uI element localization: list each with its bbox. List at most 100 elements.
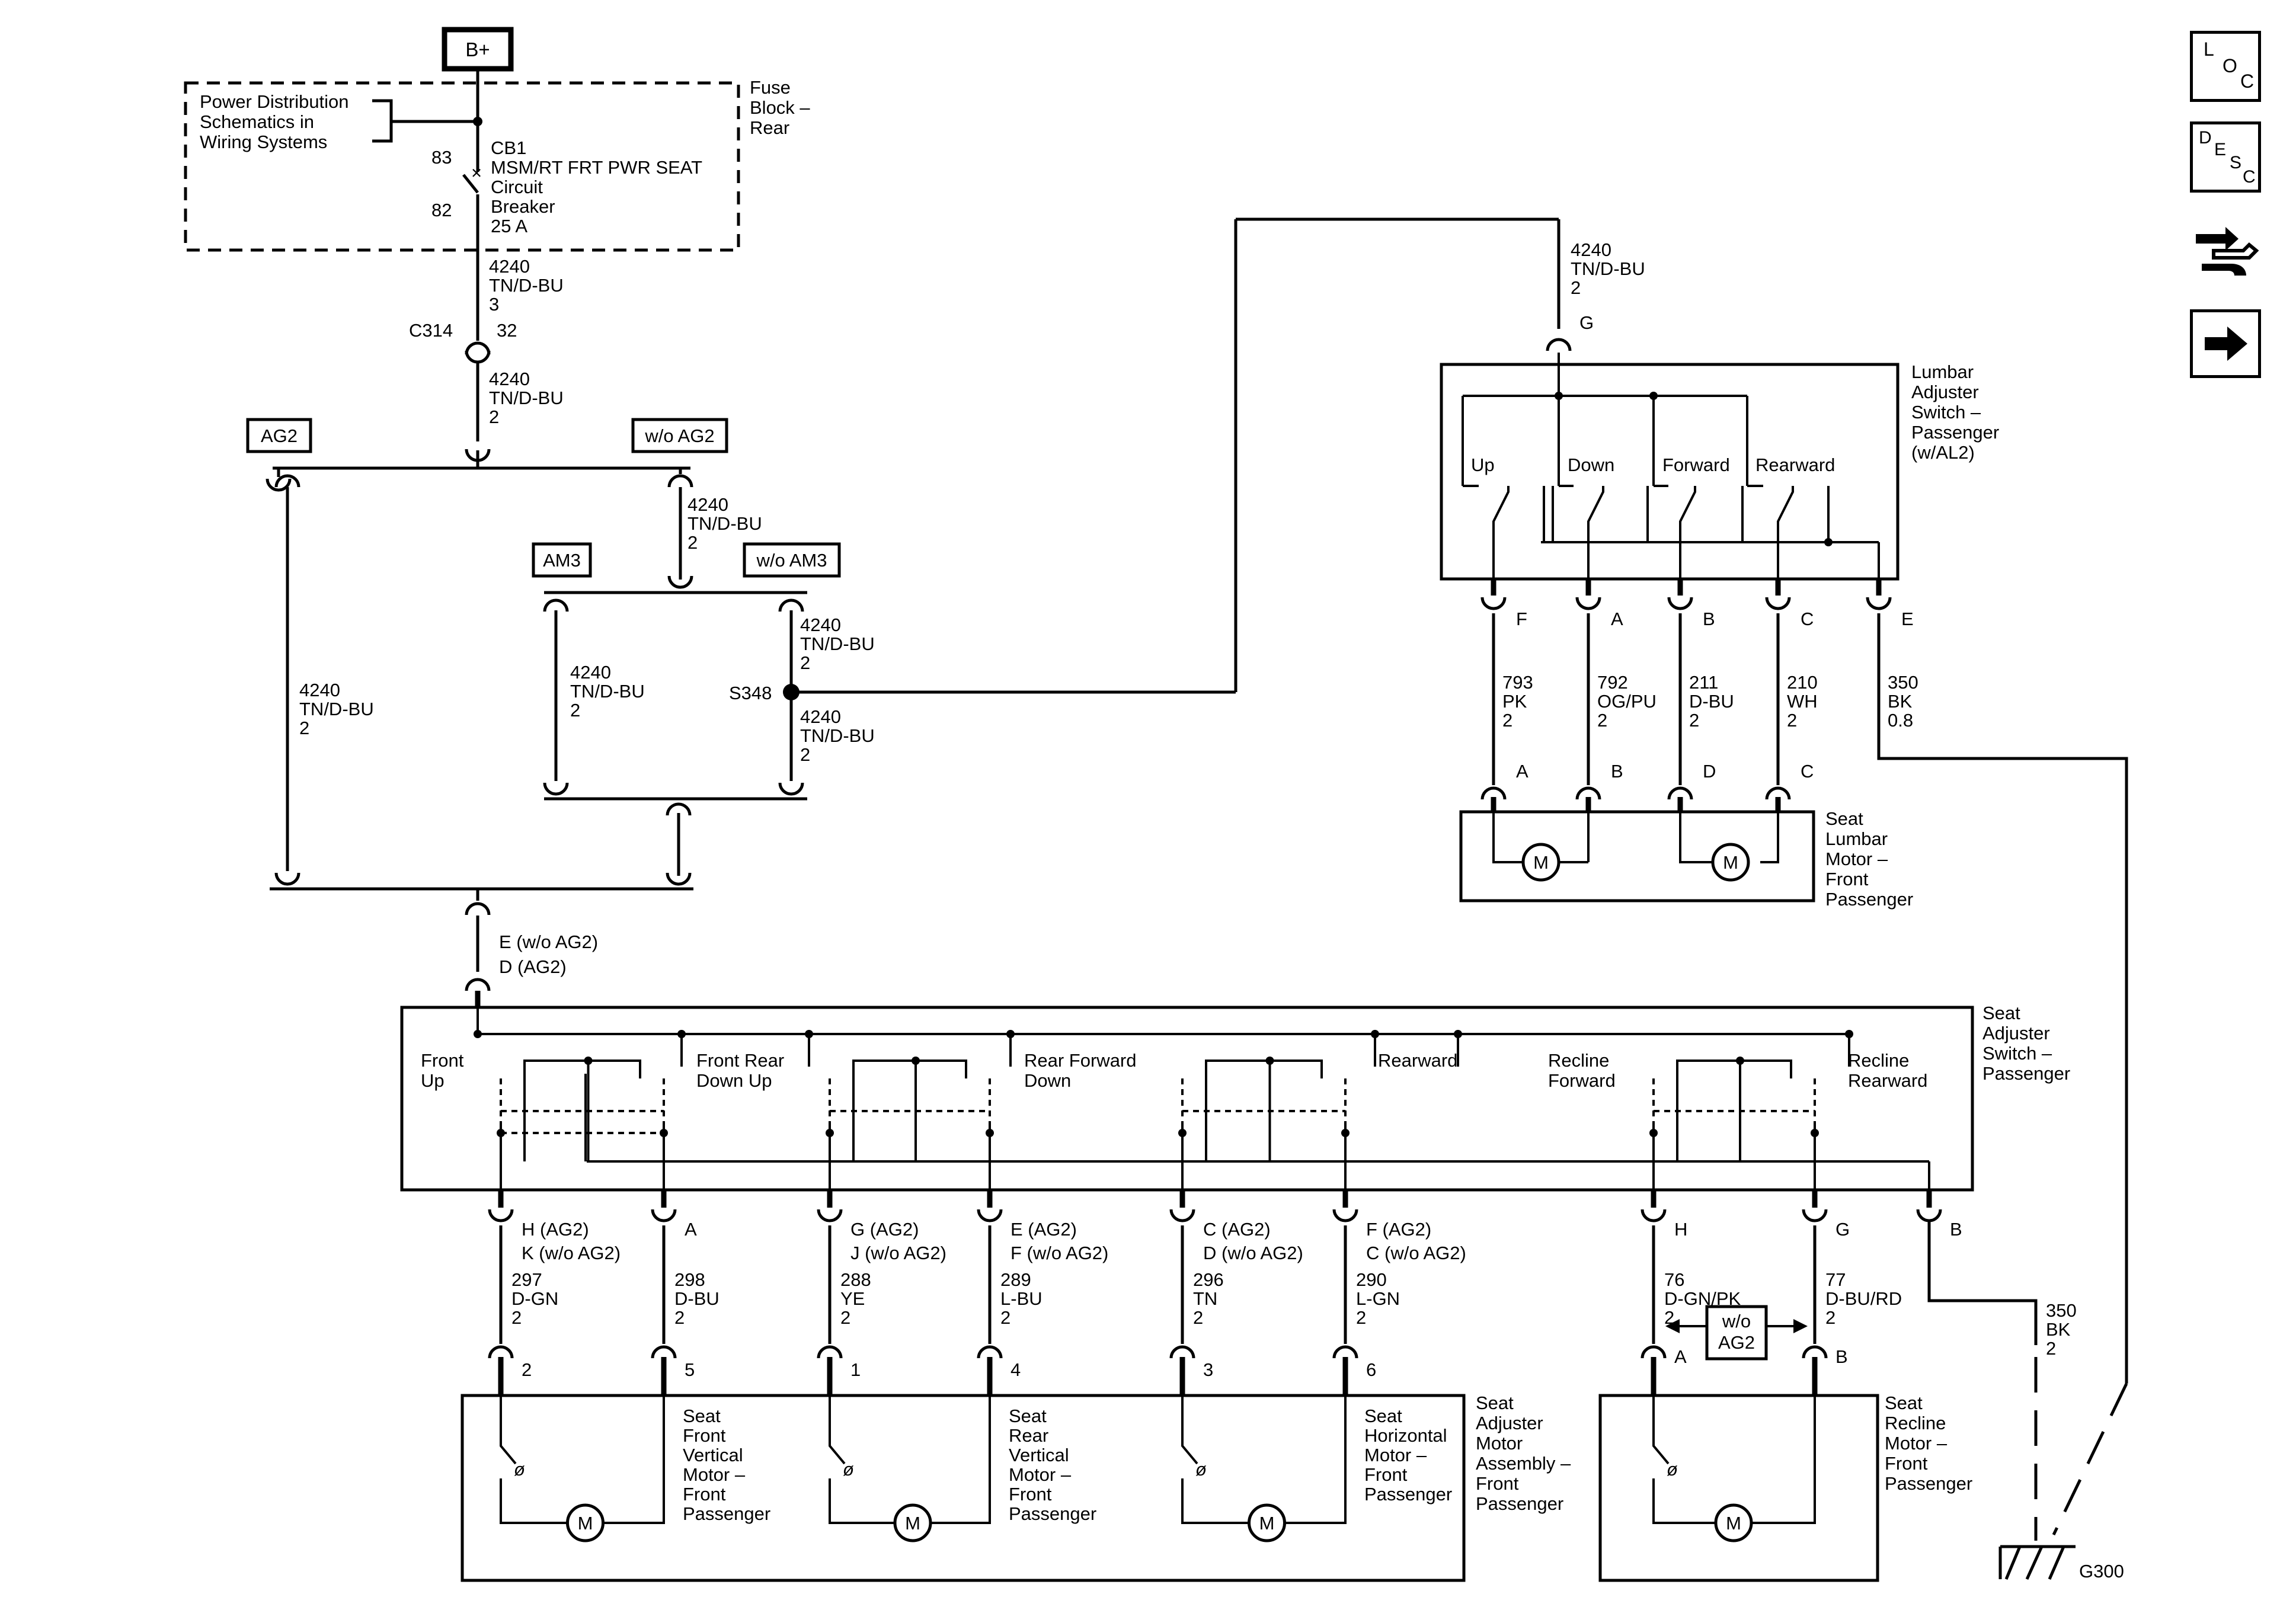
splice-s348: S348 xyxy=(729,683,800,703)
seat-pin-label: H (AG2)K (w/o AG2) xyxy=(522,1219,621,1263)
svg-text:ø: ø xyxy=(514,1459,525,1480)
svg-text:ø: ø xyxy=(1667,1459,1678,1480)
svg-text:E: E xyxy=(1901,609,1914,629)
seat-switch-pin-8: B xyxy=(1918,1191,1962,1240)
svg-text:S348: S348 xyxy=(729,683,772,703)
svg-text:w/o AG2: w/o AG2 xyxy=(644,425,714,446)
svg-text:×: × xyxy=(471,162,482,183)
svg-text:E (w/o AG2)D (AG2): E (w/o AG2)D (AG2) xyxy=(499,932,598,977)
svg-text:B: B xyxy=(1611,761,1623,782)
seat-pin-label: H xyxy=(1674,1219,1687,1240)
svg-text:C: C xyxy=(1801,609,1814,629)
next-page-button[interactable] xyxy=(2190,309,2261,378)
seat-pin-label: E (AG2)F (w/o AG2) xyxy=(1011,1219,1108,1263)
svg-text:83: 83 xyxy=(431,147,452,168)
svg-text:M: M xyxy=(1533,852,1549,873)
seat-pin-label: G xyxy=(1835,1219,1850,1240)
svg-text:G: G xyxy=(1579,312,1594,333)
svg-text:AM3: AM3 xyxy=(543,550,581,571)
svg-text:F: F xyxy=(1516,609,1527,629)
power-source: B+ xyxy=(442,27,514,72)
svg-text:ø: ø xyxy=(1195,1459,1207,1480)
svg-text:32: 32 xyxy=(497,320,517,341)
seat-pin-label: C (AG2)D (w/o AG2) xyxy=(1203,1219,1303,1263)
svg-text:82: 82 xyxy=(431,200,452,220)
lumbar-motor-2 xyxy=(1711,843,1750,882)
svg-text:6: 6 xyxy=(1366,1359,1376,1380)
svg-text:Forward: Forward xyxy=(1662,454,1730,475)
svg-text:M: M xyxy=(1259,1513,1275,1534)
svg-text:D: D xyxy=(1703,761,1716,782)
svg-text:3: 3 xyxy=(1203,1359,1213,1380)
svg-text:A: A xyxy=(1611,609,1623,629)
svg-text:B: B xyxy=(1703,609,1715,629)
connector-icon[interactable] xyxy=(2190,216,2261,287)
description-icon[interactable]: D E S C xyxy=(2190,121,2261,193)
seat-pin-label: B xyxy=(1950,1219,1962,1240)
seat-switch-position-label: Rearward xyxy=(1378,1050,1457,1071)
location-icon[interactable]: L O C xyxy=(2190,31,2261,102)
svg-text:Rearward: Rearward xyxy=(1755,454,1835,475)
svg-text:Up: Up xyxy=(1471,454,1495,475)
svg-text:w/o AM3: w/o AM3 xyxy=(756,550,827,571)
svg-text:5: 5 xyxy=(685,1359,695,1380)
svg-text:G300: G300 xyxy=(2079,1561,2124,1582)
svg-text:A: A xyxy=(1516,761,1528,782)
svg-text:1: 1 xyxy=(850,1359,861,1380)
svg-text:C314: C314 xyxy=(409,320,453,341)
ground-g300: G300 xyxy=(1998,1545,2124,1582)
seat-pin-label: A xyxy=(685,1219,697,1240)
svg-text:Down: Down xyxy=(1568,454,1614,475)
option-without-am3: w/o AM3 xyxy=(743,542,841,578)
connector-c314: C314 32 xyxy=(409,320,517,362)
connector-symbol-icon xyxy=(2196,227,2259,276)
svg-text:C: C xyxy=(1801,761,1814,782)
arrow-right-icon xyxy=(2205,327,2247,361)
svg-text:B: B xyxy=(1835,1346,1848,1367)
option-without-ag2: w/o AG2 xyxy=(631,418,728,453)
